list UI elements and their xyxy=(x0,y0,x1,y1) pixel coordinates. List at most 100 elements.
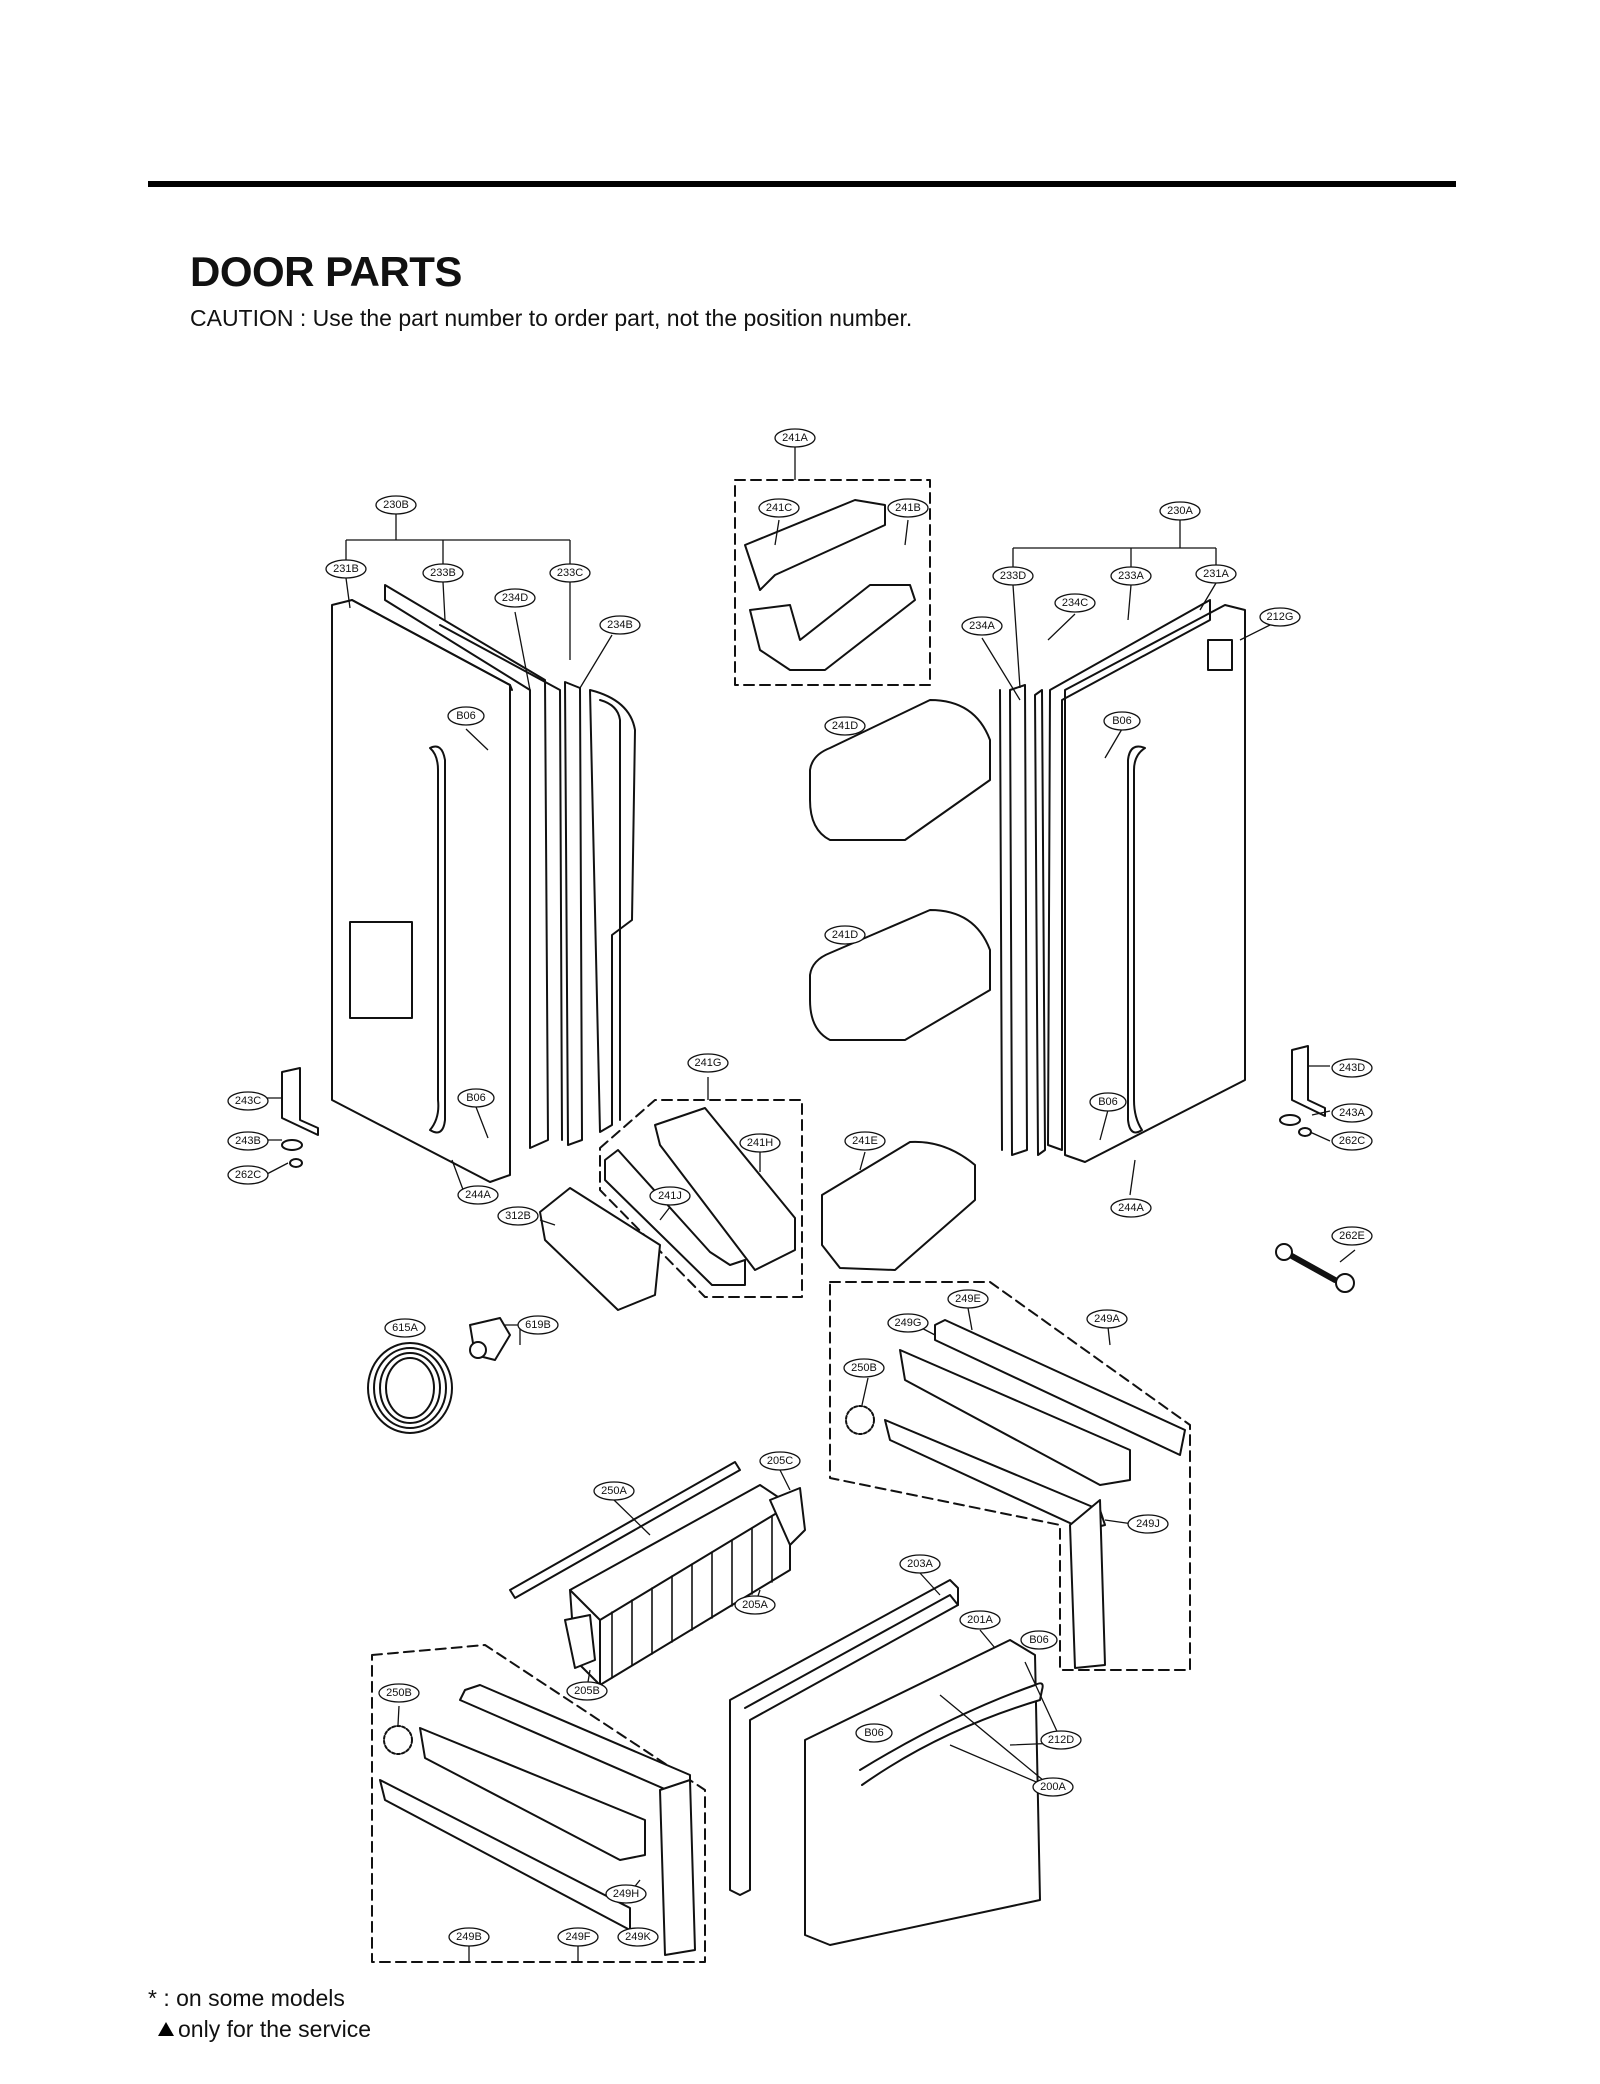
callout-241D-1 xyxy=(824,716,866,736)
label-234B: 234B xyxy=(607,619,633,631)
dashed-group-249A xyxy=(829,1281,1191,1671)
label-230B: 230B xyxy=(383,499,409,511)
callout-243D xyxy=(1331,1058,1373,1078)
callout-250A xyxy=(593,1481,635,1501)
callout-B06-4 xyxy=(1089,1092,1127,1112)
label-233B: 233B xyxy=(430,567,456,579)
callout-249K xyxy=(617,1927,659,1947)
callout-200A xyxy=(1032,1777,1074,1797)
callout-B06-2 xyxy=(1103,711,1141,731)
triangle-icon xyxy=(158,2022,174,2036)
label-249K: 249K xyxy=(625,1931,651,1943)
label-244A-2: 244A xyxy=(1118,1202,1144,1214)
callout-234D xyxy=(494,588,536,608)
label-249A: 249A xyxy=(1094,1313,1120,1325)
callout-233B xyxy=(422,563,464,583)
callout-205B xyxy=(566,1681,608,1701)
label-241D-2: 241D xyxy=(832,929,858,941)
callout-234C xyxy=(1054,593,1096,613)
label-619B: 619B xyxy=(525,1319,551,1331)
label-241J: 241J xyxy=(658,1190,682,1202)
label-241E: 241E xyxy=(852,1135,878,1147)
dashed-group-249B xyxy=(371,1644,706,1963)
label-234C: 234C xyxy=(1062,597,1088,609)
label-233A: 233A xyxy=(1118,570,1144,582)
callout-249G xyxy=(887,1313,929,1333)
callout-B06-3 xyxy=(457,1088,495,1108)
label-250B-1: 250B xyxy=(851,1362,877,1374)
callout-B06-5 xyxy=(1020,1630,1058,1650)
callout-262E xyxy=(1331,1226,1373,1246)
label-B06-1: B06 xyxy=(456,710,476,722)
left-door-assembly xyxy=(331,584,636,1183)
callout-241B xyxy=(887,498,929,518)
label-203A: 203A xyxy=(907,1558,933,1570)
callout-205A xyxy=(734,1595,776,1615)
callout-250B-2 xyxy=(378,1683,420,1703)
label-249B: 249B xyxy=(456,1931,482,1943)
callout-244A-1 xyxy=(457,1185,499,1205)
label-241B: 241B xyxy=(895,502,921,514)
label-233D: 233D xyxy=(1000,570,1026,582)
callout-249E xyxy=(947,1289,989,1309)
label-241H: 241H xyxy=(747,1137,773,1149)
dashed-group-241G xyxy=(599,1099,803,1298)
label-249G: 249G xyxy=(895,1317,922,1329)
callout-B06-6 xyxy=(855,1723,893,1743)
label-243C: 243C xyxy=(235,1095,261,1107)
callout-243B xyxy=(227,1131,269,1151)
callout-233C xyxy=(549,563,591,583)
callout-203A xyxy=(899,1554,941,1574)
callout-231B xyxy=(325,559,367,579)
callout-233A xyxy=(1110,566,1152,586)
label-241A: 241A xyxy=(782,432,808,444)
label-B06-3: B06 xyxy=(466,1092,486,1104)
label-B06-6: B06 xyxy=(864,1727,884,1739)
callout-619B xyxy=(517,1315,559,1335)
label-262C-2: 262C xyxy=(1339,1135,1365,1147)
tube-coil xyxy=(367,1342,453,1434)
callout-233D xyxy=(992,566,1034,586)
callout-243C xyxy=(227,1091,269,1111)
page-title: DOOR PARTS xyxy=(190,248,462,295)
callout-262C-1 xyxy=(227,1165,269,1185)
callout-262C-2 xyxy=(1331,1131,1373,1151)
label-B06-2: B06 xyxy=(1112,715,1132,727)
callout-250B-1 xyxy=(843,1358,885,1378)
callout-201A xyxy=(959,1610,1001,1630)
callout-230A xyxy=(1159,501,1201,521)
top-rule xyxy=(148,181,1456,187)
label-205B: 205B xyxy=(574,1685,600,1697)
callout-205C xyxy=(759,1451,801,1471)
label-244A-1: 244A xyxy=(465,1189,491,1201)
label-200A: 200A xyxy=(1040,1781,1066,1793)
callout-241D-2 xyxy=(824,925,866,945)
callout-241J xyxy=(649,1186,691,1206)
dashed-group-241A xyxy=(734,479,931,686)
callout-241G xyxy=(687,1053,729,1073)
callout-312B xyxy=(497,1206,539,1226)
label-241G: 241G xyxy=(695,1057,722,1069)
label-201A: 201A xyxy=(967,1614,993,1626)
label-B06-5: B06 xyxy=(1029,1634,1049,1646)
callout-244A-2 xyxy=(1110,1198,1152,1218)
caution-text: CAUTION : Use the part number to order p… xyxy=(190,305,913,331)
callout-B06-1 xyxy=(447,706,485,726)
label-250A: 250A xyxy=(601,1485,627,1497)
callout-241H xyxy=(739,1133,781,1153)
label-234D: 234D xyxy=(502,592,528,604)
callout-249H xyxy=(605,1884,647,1904)
label-249E: 249E xyxy=(955,1293,981,1305)
label-249H: 249H xyxy=(613,1888,639,1900)
label-262E: 262E xyxy=(1339,1230,1365,1242)
callout-249B xyxy=(448,1927,490,1947)
callout-234B xyxy=(599,615,641,635)
callout-241E xyxy=(844,1131,886,1151)
callout-241A xyxy=(774,428,816,448)
label-241D-1: 241D xyxy=(832,720,858,732)
callout-212G xyxy=(1259,607,1301,627)
footnote-some-models: * : on some models xyxy=(148,1985,345,2011)
callout-249F xyxy=(557,1927,599,1947)
callout-249J xyxy=(1127,1514,1169,1534)
